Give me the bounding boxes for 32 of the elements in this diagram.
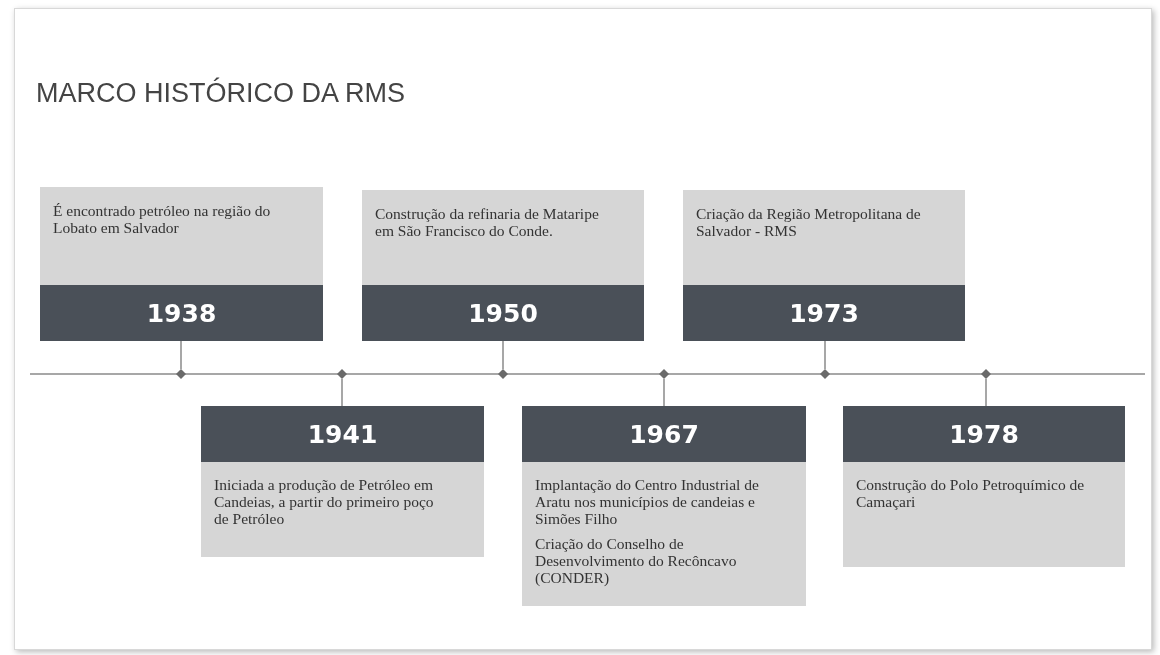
connector-line bbox=[985, 378, 987, 407]
timeline-marker bbox=[659, 369, 669, 379]
year-label: 1967 bbox=[522, 406, 806, 462]
timeline-marker bbox=[498, 369, 508, 379]
event-card bbox=[362, 190, 644, 341]
year-label: 1941 bbox=[201, 406, 484, 462]
timeline-marker bbox=[820, 369, 830, 379]
event-card bbox=[843, 406, 1125, 567]
year-label: 1978 bbox=[843, 406, 1125, 462]
timeline-marker bbox=[981, 369, 991, 379]
connector-line bbox=[180, 340, 182, 370]
year-label: 1938 bbox=[40, 285, 323, 341]
connector-line bbox=[502, 340, 504, 370]
event-description: Construção do Polo Petroquímico de Camaçari bbox=[856, 476, 1085, 510]
connector-line bbox=[341, 378, 343, 407]
event-description: Criação do Conselho de Desenvolvimento do Recôncavo (CONDER) bbox=[535, 535, 738, 586]
event-description: Construção da refinaria de Mataripe em São Francisco do Conde. bbox=[375, 205, 600, 239]
year-label: 1950 bbox=[362, 285, 644, 341]
event-description: Implantação do Centro Industrial de Aratu nos municípios de candeias e Simões Filho bbox=[535, 476, 760, 527]
event-description: É encontrado petróleo na região do Lobato em Salvador bbox=[53, 202, 272, 236]
event-card bbox=[522, 406, 806, 606]
year-label: 1973 bbox=[683, 285, 965, 341]
timeline-marker bbox=[337, 369, 347, 379]
connector-line bbox=[824, 340, 826, 370]
event-description: Iniciada a produção de Petróleo em Candeias, a partir do primeiro poço de Petróleo bbox=[214, 476, 435, 527]
event-description: Criação da Região Metropolitana de Salvador - RMS bbox=[696, 205, 922, 239]
event-card bbox=[201, 406, 484, 557]
timeline-marker bbox=[176, 369, 186, 379]
connector-line bbox=[663, 378, 665, 407]
event-card bbox=[683, 190, 965, 341]
title: MARCO HISTÓRICO DA RMS bbox=[36, 78, 406, 109]
event-card bbox=[40, 187, 323, 341]
